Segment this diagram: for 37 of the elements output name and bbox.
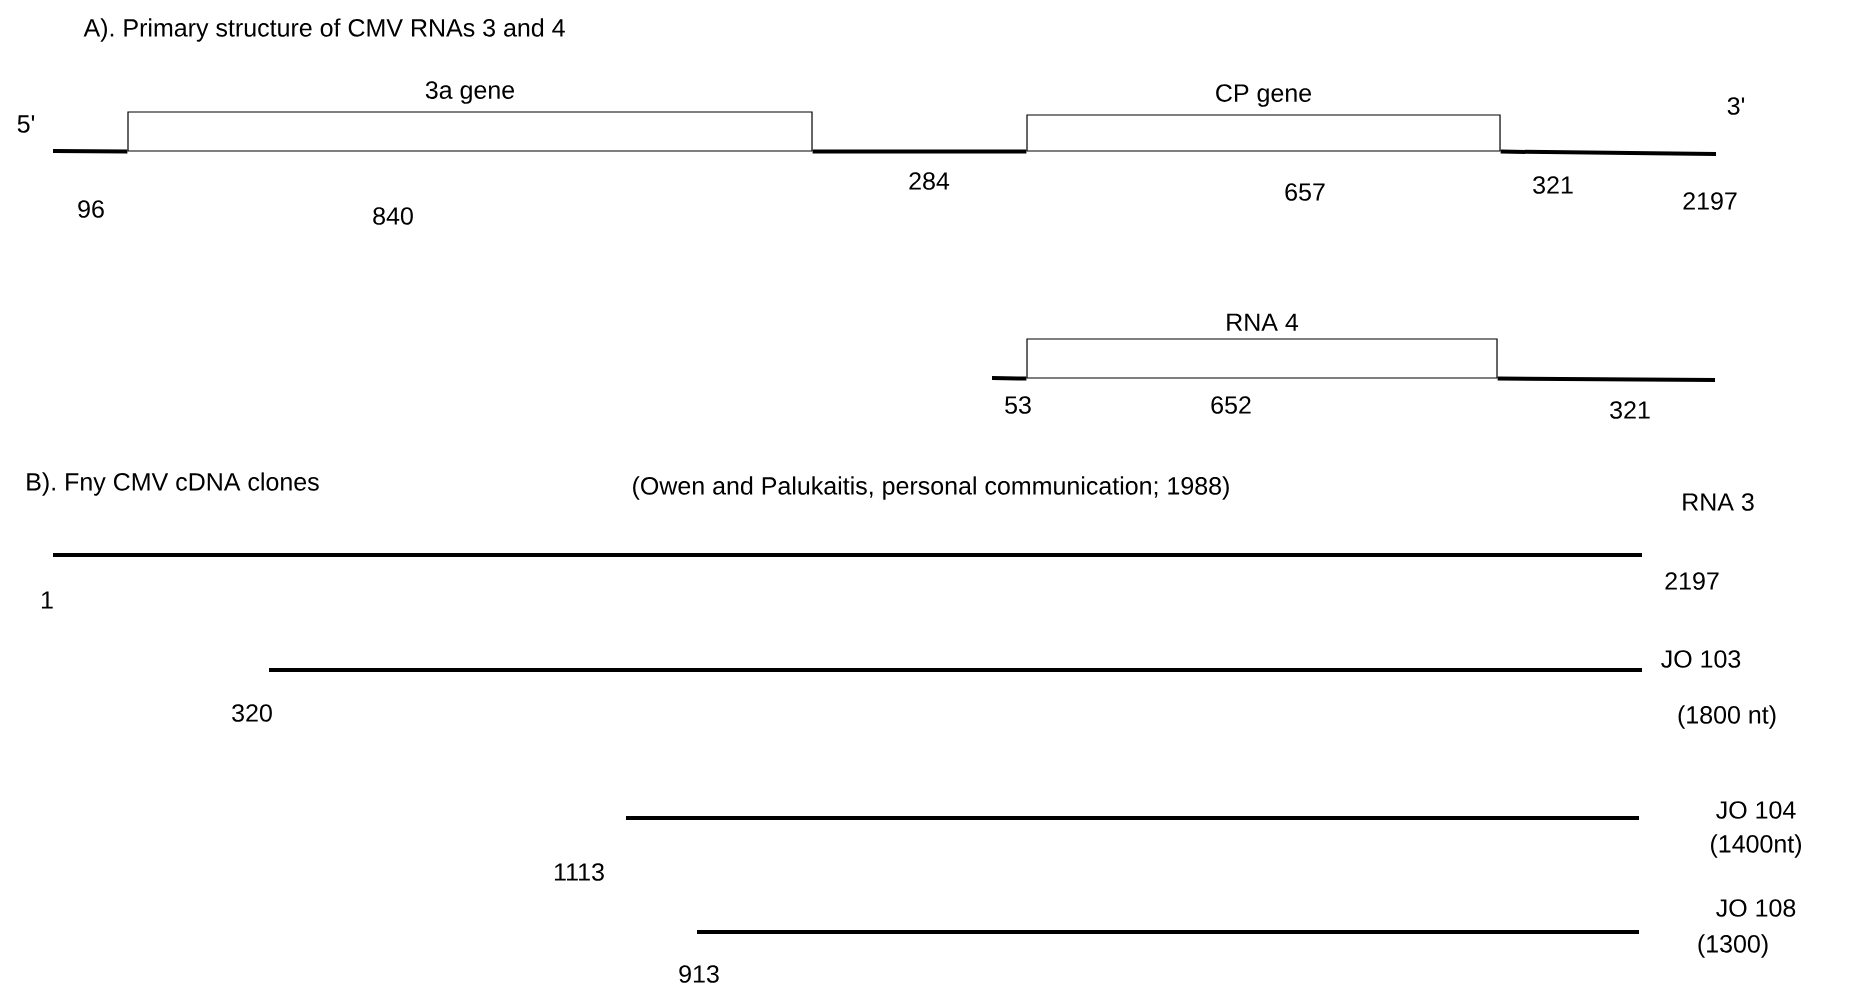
- length-label: 657: [1285, 183, 1325, 201]
- length-label: 840: [373, 207, 413, 225]
- rna-line: [1500, 149, 1717, 156]
- gene-box: RNA 4: [1026, 313, 1498, 379]
- length-label: 321: [1610, 401, 1650, 419]
- text-label: JO 104: [1716, 801, 1796, 819]
- text-label: 320: [232, 704, 272, 722]
- text-label: 2197: [1683, 192, 1737, 210]
- rna-line: [1497, 376, 1716, 382]
- text-label: (1300): [1698, 934, 1768, 958]
- text-label: 913: [679, 965, 719, 983]
- length-label: 53: [1005, 396, 1031, 414]
- length-label: 652: [1211, 396, 1251, 414]
- text-label: 2197: [1665, 572, 1719, 590]
- rna-line: [53, 149, 128, 154]
- text-label: 5': [17, 115, 35, 133]
- text-label: (1400nt): [1711, 834, 1801, 858]
- text-label: RNA 3: [1683, 493, 1754, 511]
- node-label: CP gene: [1216, 84, 1312, 107]
- rna-line: [812, 149, 1027, 154]
- length-label: 96: [78, 200, 104, 218]
- text-label: (Owen and Palukaitis, personal communication; 1988): [633, 476, 1229, 500]
- text-label: 1113: [554, 863, 604, 881]
- text-label: JO 103: [1661, 650, 1741, 668]
- text-label: (1800 nt): [1678, 705, 1776, 729]
- text-label: 1: [41, 591, 53, 609]
- text-label: JO 108: [1716, 899, 1796, 917]
- gene-box: 3a gene: [127, 81, 813, 152]
- text-label: 3': [1727, 97, 1745, 115]
- node-label: 3a gene: [425, 81, 515, 104]
- gene-box: CP gene: [1026, 84, 1501, 152]
- length-label: 321: [1533, 176, 1573, 194]
- panel-title: A). Primary structure of CMV RNAs 3 and 4: [83, 18, 565, 42]
- node-label: RNA 4: [1227, 313, 1299, 331]
- rna-line: [991, 376, 1027, 381]
- text-label: B). Fny CMV cDNA clones: [27, 472, 319, 496]
- length-label: 284: [909, 172, 950, 190]
